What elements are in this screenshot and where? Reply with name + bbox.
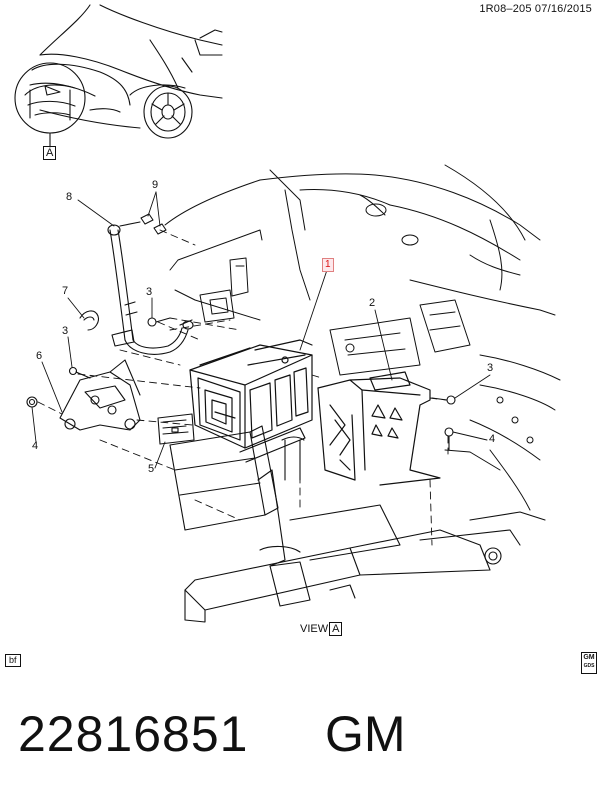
vehicle-inset-drawing (14, 4, 223, 148)
callout-6: 6 (36, 350, 43, 362)
gm-badge-top: GM (583, 654, 595, 661)
callout-3-upper: 3 (146, 286, 153, 298)
bracket-2-drawing (317, 371, 441, 486)
part-number: 22816851 (18, 706, 249, 762)
module-1-drawing (189, 339, 313, 463)
label-5-drawing (157, 413, 195, 445)
installation-path-lines (37, 229, 449, 546)
frame-cradle-drawing (169, 425, 546, 623)
illustration-code: 1R08–205 07/16/2015 (479, 3, 592, 15)
callout-7: 7 (62, 285, 69, 297)
view-label-prefix: VIEW (300, 623, 329, 635)
callout-1-highlighted: 1 (322, 258, 334, 272)
gm-badge-icon: GM GDS (581, 652, 597, 674)
bracket-6-drawing (59, 359, 141, 431)
callout-3-right: 3 (487, 362, 494, 374)
clip-7-drawing (79, 310, 99, 331)
callout-4-right: 4 (489, 433, 496, 445)
leader-lines (31, 191, 491, 469)
callout-8: 8 (66, 191, 73, 203)
cable-8-drawing (107, 221, 194, 355)
exploded-diagram (14, 4, 561, 623)
fasteners-drawing (26, 213, 456, 451)
callout-3-left: 3 (62, 325, 69, 337)
brand-name: GM (325, 706, 406, 762)
view-label-letter: A (329, 622, 343, 636)
callout-2: 2 (369, 297, 376, 309)
callout-9: 9 (152, 179, 159, 191)
bf-tag: bf (5, 654, 21, 667)
detail-view-marker: A (43, 146, 57, 160)
callout-5: 5 (148, 463, 155, 475)
gm-badge-bottom: GDS (583, 663, 595, 669)
body-structure-drawing (164, 164, 561, 511)
callout-4-left: 4 (32, 440, 39, 452)
